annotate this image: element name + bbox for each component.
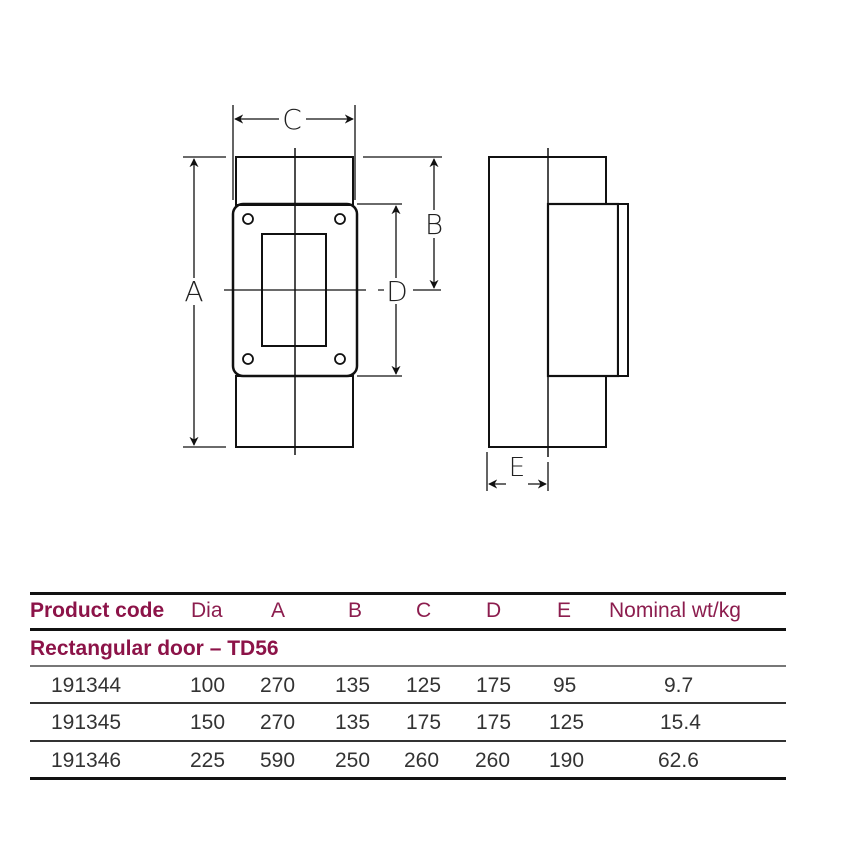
cell-a: 590 bbox=[260, 749, 296, 772]
cell-nominal-wt: 15.4 bbox=[660, 711, 701, 734]
bolt-hole-icon bbox=[334, 213, 346, 225]
cell-e: 125 bbox=[549, 711, 585, 734]
door-side-profile bbox=[546, 202, 620, 378]
label-e: E bbox=[509, 453, 525, 483]
front-view bbox=[183, 105, 442, 455]
cell-c: 175 bbox=[406, 711, 442, 734]
column-header-a: A bbox=[271, 599, 286, 622]
cell-e: 190 bbox=[549, 749, 585, 772]
cell-product-code: 191344 bbox=[51, 674, 122, 697]
bolt-hole-icon bbox=[242, 353, 254, 365]
label-b: B bbox=[425, 208, 443, 241]
label-c: C bbox=[282, 103, 302, 136]
column-header-e: E bbox=[557, 599, 572, 622]
bolt-hole-icon bbox=[242, 213, 254, 225]
table-bottom-rule bbox=[30, 777, 786, 780]
cell-d: 175 bbox=[476, 674, 512, 697]
cell-product-code: 191345 bbox=[51, 711, 122, 734]
cell-dia: 150 bbox=[190, 711, 226, 734]
cell-a: 270 bbox=[260, 674, 296, 697]
cell-b: 135 bbox=[335, 674, 371, 697]
section-rule bbox=[30, 665, 786, 667]
cell-c: 125 bbox=[406, 674, 442, 697]
side-view bbox=[486, 148, 629, 491]
column-header-nominal-wt: Nominal wt/kg bbox=[609, 599, 741, 622]
row-rule bbox=[30, 702, 786, 704]
column-header-product-code: Product code bbox=[30, 599, 165, 622]
table-top-rule bbox=[30, 592, 786, 595]
technical-drawing: C A B D E bbox=[183, 103, 629, 491]
column-header-d: D bbox=[486, 599, 502, 622]
cell-b: 250 bbox=[335, 749, 371, 772]
column-header-c: C bbox=[416, 599, 432, 622]
cell-product-code: 191346 bbox=[51, 749, 122, 772]
cell-nominal-wt: 62.6 bbox=[658, 749, 699, 772]
bolt-hole-icon bbox=[334, 353, 346, 365]
cell-b: 135 bbox=[335, 711, 371, 734]
header-rule bbox=[30, 628, 786, 631]
cell-dia: 225 bbox=[190, 749, 226, 772]
cell-dia: 100 bbox=[190, 674, 226, 697]
cell-d: 175 bbox=[476, 711, 512, 734]
label-d: D bbox=[386, 275, 408, 308]
cell-e: 95 bbox=[553, 674, 577, 697]
cell-c: 260 bbox=[404, 749, 440, 772]
door-side-lip bbox=[617, 203, 629, 377]
row-rule bbox=[30, 740, 786, 742]
column-header-b: B bbox=[348, 599, 363, 622]
cell-a: 270 bbox=[260, 711, 296, 734]
cell-nominal-wt: 9.7 bbox=[664, 674, 694, 697]
label-a: A bbox=[184, 275, 203, 308]
cell-d: 260 bbox=[475, 749, 511, 772]
column-header-dia: Dia bbox=[191, 599, 223, 622]
section-title: Rectangular door – TD56 bbox=[30, 637, 279, 660]
